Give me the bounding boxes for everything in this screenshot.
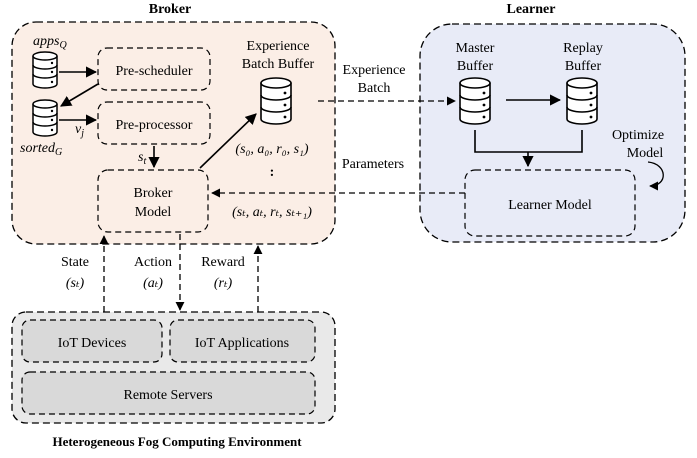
prescheduler-box (97, 47, 211, 91)
prescheduler-label: Pre-scheduler (116, 64, 193, 79)
learner-title: Learner (507, 2, 556, 17)
experience-batch-line2: Batch (358, 81, 391, 96)
experience-buffer-database-icon (260, 77, 292, 125)
master-buffer-line2: Buffer (457, 59, 494, 74)
remote-servers-label: Remote Servers (123, 388, 212, 403)
sorted-g-label: sortedG (20, 141, 62, 158)
optimize-line2: Model (627, 146, 664, 161)
st-label: st (138, 150, 146, 167)
iot-applications-label: IoT Applications (195, 336, 289, 351)
parameters-label: Parameters (342, 157, 404, 172)
broker-model-line2: Model (135, 205, 172, 220)
broker-model-line1: Broker (134, 186, 173, 201)
tuple-last: (sₜ, aₜ, rₜ, sₜ₊₁) (232, 205, 312, 220)
action-symbol: (aₜ) (143, 276, 163, 291)
tuple-ellipsis: : (270, 165, 275, 180)
environment-title: Heterogeneous Fog Computing Environment (52, 434, 302, 449)
broker-title: Broker (149, 2, 192, 17)
sorted-g-database-icon (32, 99, 58, 137)
reward-symbol: (rₜ) (214, 276, 233, 291)
optimize-loop-arrow (647, 161, 664, 191)
optimize-line1: Optimize (612, 128, 664, 143)
experience-buffer-line1: Experience (247, 39, 310, 54)
apps-q-label: appsQ (33, 34, 67, 51)
reward-label: Reward (201, 255, 245, 270)
replay-buffer-database-icon (566, 77, 598, 125)
iot-devices-box (21, 319, 163, 363)
experience-buffer-line2: Batch Buffer (242, 57, 315, 72)
replay-buffer-line1: Replay (563, 41, 603, 56)
broker-model-box (97, 169, 209, 233)
state-label: State (61, 255, 89, 270)
master-buffer-database-icon (459, 77, 491, 125)
arrow-prescheduler-to-sorted (60, 83, 99, 107)
master-buffer-line1: Master (456, 41, 495, 56)
action-label: Action (134, 255, 172, 270)
remote-servers-box (21, 371, 316, 415)
iot-applications-box (169, 319, 316, 363)
iot-devices-label: IoT Devices (58, 336, 127, 351)
replay-buffer-line2: Buffer (565, 59, 602, 74)
state-symbol: (sₜ) (66, 276, 85, 291)
arrow-model-to-buffer (199, 113, 257, 169)
preprocessor-label: Pre-processor (116, 118, 193, 133)
vj-label: vj (75, 122, 84, 139)
learner-model-box (464, 169, 636, 237)
tuple-first: (s₀, a₀, r₀, s₁) (235, 142, 308, 157)
preprocessor-box (97, 101, 211, 145)
experience-batch-line1: Experience (343, 63, 406, 78)
apps-q-database-icon (32, 51, 58, 89)
learner-model-label: Learner Model (508, 198, 592, 213)
